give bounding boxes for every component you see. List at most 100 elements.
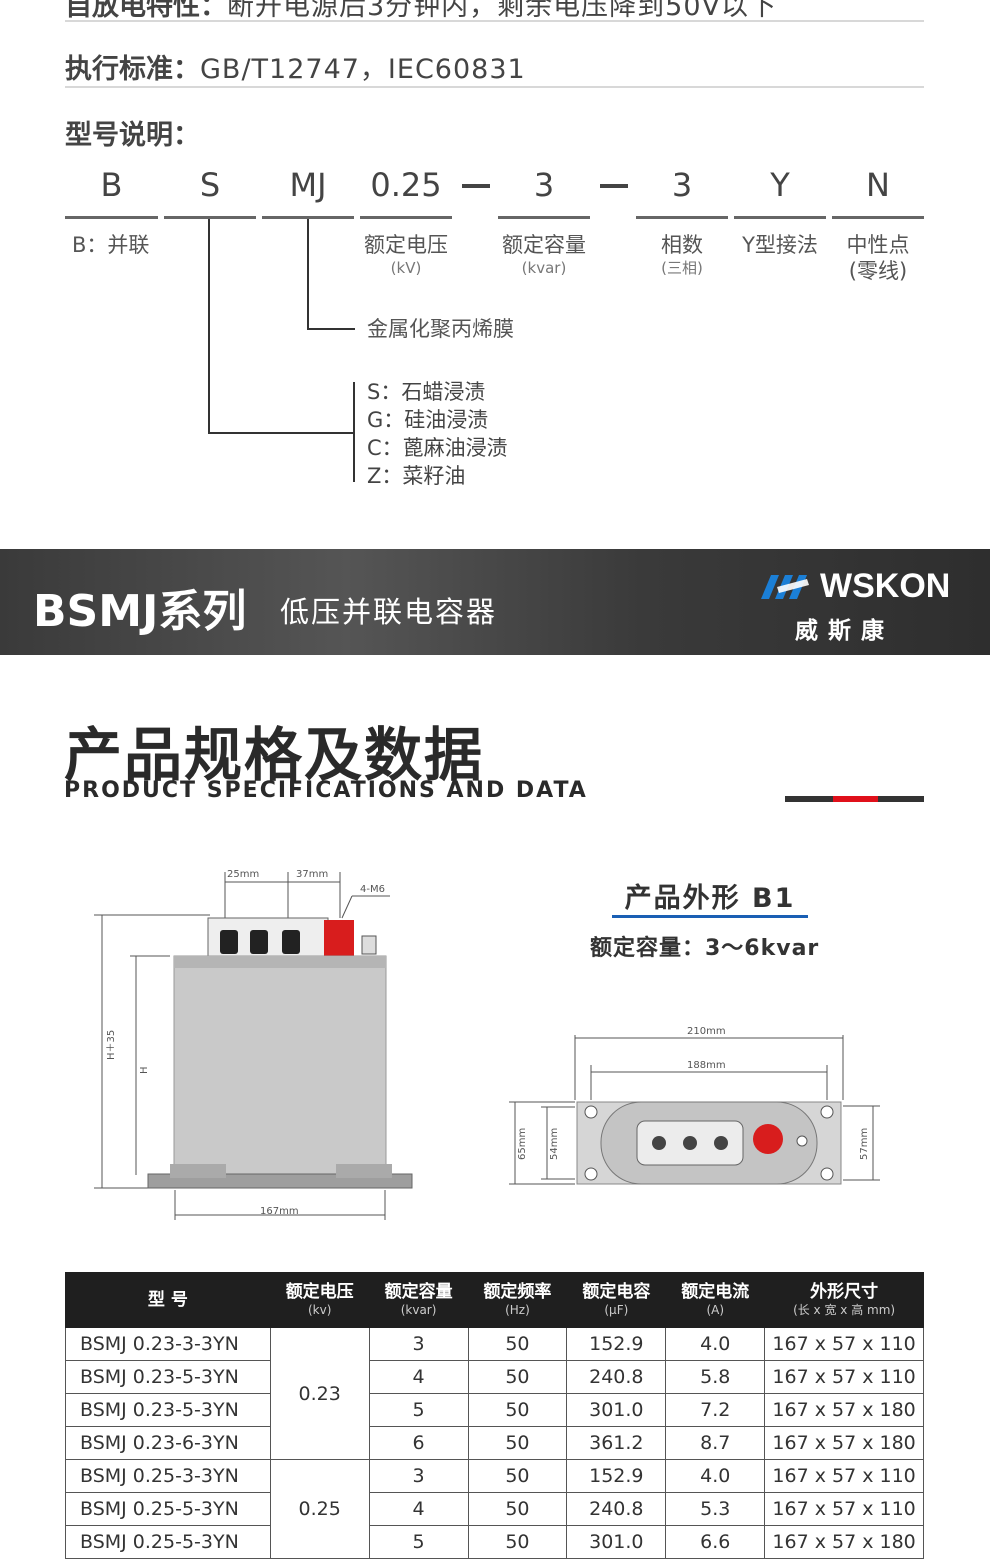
voltage-label: 额定电压 [364,233,448,257]
cell-freq: 50 [467,1393,568,1427]
phase-desc: 相数 (三相) [626,232,738,278]
dim-65mm: 65mm [517,1128,528,1160]
code-n: N [866,166,890,204]
cell-capacitance: 240.8 [566,1360,667,1394]
underline [734,216,826,219]
table-row: BSMJ 0.25-5-3YN 4 50 240.8 5.3 167 x 57 … [65,1492,924,1526]
standard-row: 执行标准：GB/T12747，IEC60831 [65,47,526,86]
table-header-row: 型 号 额定电压(kv) 额定容量(kvar) 额定频率(Hz) 额定电容(μF… [65,1272,924,1328]
brand-logo-icon [757,571,817,601]
col-size: 外形尺寸(长 x 宽 x 高 mm) [764,1272,924,1328]
cell-capacitance: 152.9 [566,1459,667,1493]
code-dash [462,184,490,188]
code-capacity: 3 [533,166,555,204]
cell-current: 5.3 [665,1492,766,1526]
cell-capacity: 5 [368,1525,469,1559]
col-current: 额定电流(A) [665,1272,766,1328]
dim-54mm: 54mm [549,1128,560,1160]
code-phase: 3 [671,166,693,204]
tree-line [307,328,355,330]
table-row: BSMJ 0.23-5-3YN 4 50 240.8 5.8 167 x 57 … [65,1360,924,1394]
brand-name-en: WSKON [820,567,951,605]
cell-voltage: 0.25 [269,1459,370,1559]
voltage-desc: 额定电压 (kV) [350,232,462,278]
option-c: C：蓖麻油浸渍 [367,436,508,460]
shape-title-underline [612,915,808,918]
option-z: Z：菜籽油 [367,464,466,488]
capacitor-top-drawing: 210mm 188mm 65mm 54mm 57mm [509,1026,880,1185]
dim-h: H [139,1066,150,1074]
dim-h35: H＋35 [106,1030,117,1060]
spec-subtitle: PRODUCT SPECIFICATIONS AND DATA [64,778,588,803]
col-frequency: 额定频率(Hz) [467,1272,568,1328]
col-capacity: 额定容量(kvar) [368,1272,469,1328]
table-row: BSMJ 0.25-3-3YN 0.25 3 50 152.9 4.0 167 … [65,1459,924,1559]
dim-167mm: 167mm [260,1206,299,1217]
cell-model: BSMJ 0.23-5-3YN [65,1393,271,1427]
code-dash [600,184,628,188]
cell-capacity: 3 [368,1459,469,1493]
spec-table: 型 号 额定电压(kv) 额定容量(kvar) 额定频率(Hz) 额定电容(μF… [65,1272,924,1559]
cell-capacity: 5 [368,1393,469,1427]
capacity-label: 额定容量 [502,233,586,257]
cell-freq: 50 [467,1459,568,1493]
dim-4m6: 4-M6 [360,884,385,895]
tree-line [307,219,309,330]
cell-size: 167 x 57 x 110 [764,1459,924,1493]
code-mj: MJ [289,166,327,204]
option-g: G：硅油浸渍 [367,408,489,432]
cell-freq: 50 [467,1327,568,1361]
accent-bar [785,796,833,802]
brand-name-cn: 威斯康 [795,618,894,644]
tree-line [208,432,354,434]
cell-freq: 50 [467,1525,568,1559]
cell-capacity: 4 [368,1360,469,1394]
cell-size: 167 x 57 x 110 [764,1492,924,1526]
code-b: B [100,166,123,204]
divider [65,20,924,22]
underline [360,216,452,219]
dim-210mm: 210mm [687,1026,726,1037]
table-row: BSMJ 0.23-6-3YN 6 50 361.2 8.7 167 x 57 … [65,1426,924,1460]
discharge-label: 自放电特性： [65,0,227,22]
cell-model: BSMJ 0.25-5-3YN [65,1525,271,1559]
cell-model: BSMJ 0.25-3-3YN [65,1459,271,1493]
cell-model: BSMJ 0.25-5-3YN [65,1492,271,1526]
underline [164,216,256,219]
discharge-value: 断开电源后3分钟内，剩余电压降到50V以下 [227,0,778,22]
code-voltage: 0.25 [370,166,442,204]
option-s: S：石蜡浸渍 [367,380,486,404]
code-y: Y [770,166,790,204]
code-s: S [199,166,221,204]
underline [832,216,924,219]
series-title: BSMJ系列 [33,586,247,637]
mj-desc: 金属化聚丙烯膜 [367,317,514,341]
cell-capacity: 6 [368,1426,469,1460]
dim-57mm: 57mm [859,1128,870,1160]
cell-capacity: 4 [368,1492,469,1526]
b-desc: B：并联 [72,233,150,257]
col-voltage: 额定电压(kv) [269,1272,370,1328]
capacity-desc: 额定容量 (kvar) [488,232,600,278]
capacitor-front-drawing: 25mm 37mm 4-M6 H＋35 H 167mm [94,869,413,1220]
tree-bracket [353,382,355,482]
cell-freq: 50 [467,1426,568,1460]
phase-unit: (三相) [661,259,703,277]
underline [498,216,590,219]
cell-size: 167 x 57 x 180 [764,1525,924,1559]
cell-capacitance: 152.9 [566,1327,667,1361]
cell-model: BSMJ 0.23-6-3YN [65,1426,271,1460]
col-capacitance: 额定电容(μF) [566,1272,667,1328]
cell-current: 4.0 [665,1459,766,1493]
impregnation-options: S：石蜡浸渍 G：硅油浸渍 C：蓖麻油浸渍 Z：菜籽油 [367,378,508,490]
tree-line [208,219,210,434]
table-row: BSMJ 0.25-5-3YN 5 50 301.0 6.6 167 x 57 … [65,1525,924,1559]
dim-188mm: 188mm [687,1060,726,1071]
cell-freq: 50 [467,1360,568,1394]
cell-size: 167 x 57 x 180 [764,1393,924,1427]
series-subtitle: 低压并联电容器 [280,595,498,629]
phase-label: 相数 [661,233,703,257]
discharge-row: 自放电特性：断开电源后3分钟内，剩余电压降到50V以下 [65,0,777,23]
accent-bar [878,796,924,802]
n-desc: 中性点 (零线) [822,232,934,284]
